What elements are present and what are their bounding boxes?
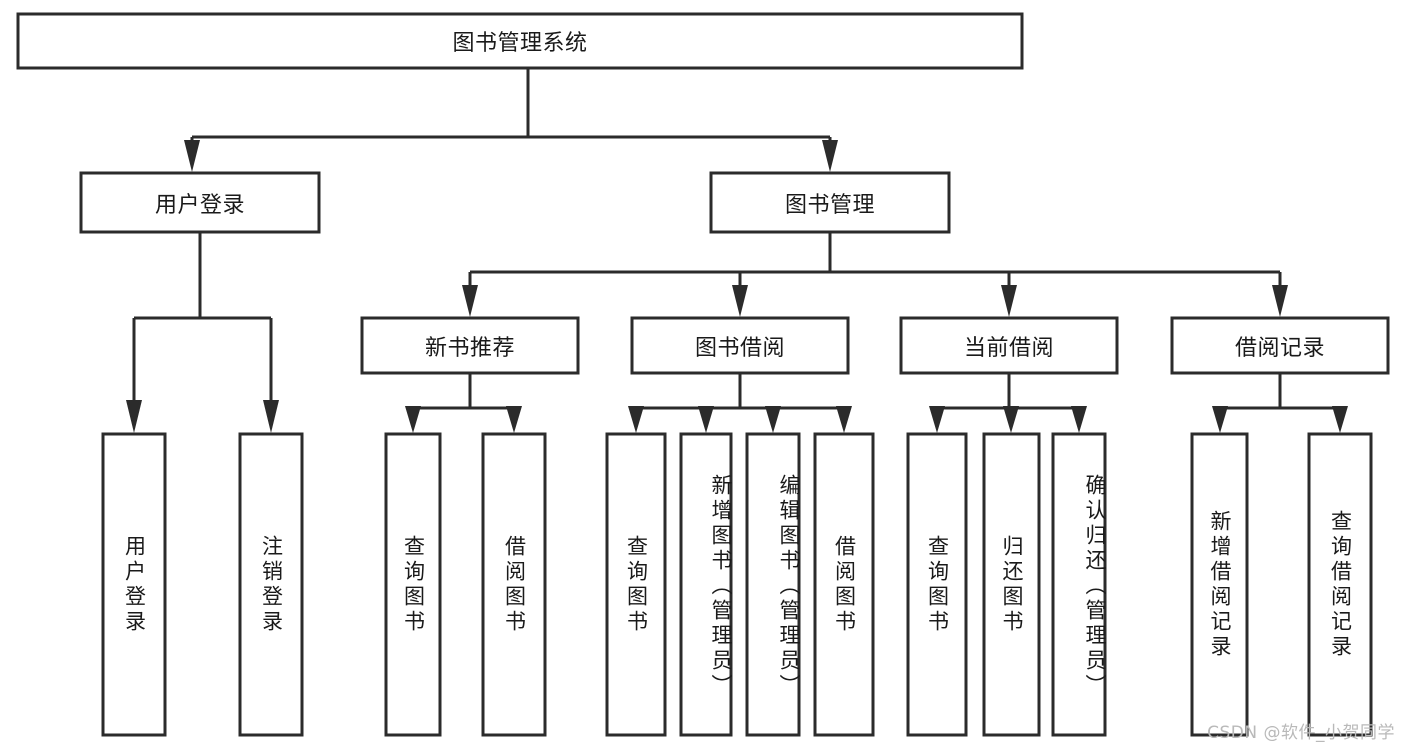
arrow-bm-to-new-book-recommend xyxy=(462,285,478,317)
arrow-br-leaf-0 xyxy=(1212,406,1228,433)
leaf-box-current-borrow-0[interactable] xyxy=(906,432,968,737)
arrow-cb-leaf-1 xyxy=(1003,406,1019,433)
node-box-user-login[interactable] xyxy=(79,171,321,234)
arrow-root-to-user-login xyxy=(184,140,200,172)
arrow-nbr-leaf-0 xyxy=(405,406,421,433)
leaf-box-current-borrow-1[interactable] xyxy=(982,432,1041,737)
node-box-root[interactable] xyxy=(16,12,1024,70)
arrow-br-leaf-1 xyxy=(1332,406,1348,433)
arrow-user-login-leaf-1 xyxy=(263,400,279,433)
arrow-bb-leaf-2 xyxy=(765,406,781,433)
arrow-bm-to-book-borrow xyxy=(732,285,748,317)
leaf-box-current-borrow-2[interactable] xyxy=(1051,432,1107,737)
arrow-root-to-book-management xyxy=(822,140,838,172)
leaf-box-user-login-0[interactable] xyxy=(101,432,167,737)
leaf-box-book-borrow-2[interactable] xyxy=(745,432,801,737)
node-box-new-book-recommend[interactable] xyxy=(360,316,580,375)
node-box-book-borrow[interactable] xyxy=(630,316,850,375)
leaf-box-new-book-recommend-0[interactable] xyxy=(384,432,442,737)
leaf-box-book-borrow-0[interactable] xyxy=(605,432,667,737)
arrow-nbr-leaf-1 xyxy=(506,406,522,433)
leaf-box-new-book-recommend-1[interactable] xyxy=(481,432,547,737)
node-box-borrow-record[interactable] xyxy=(1170,316,1390,375)
arrow-cb-leaf-2 xyxy=(1071,406,1087,433)
leaf-box-borrow-record-0[interactable] xyxy=(1190,432,1249,737)
node-box-book-management[interactable] xyxy=(709,171,951,234)
arrow-cb-leaf-0 xyxy=(929,406,945,433)
arrow-bb-leaf-0 xyxy=(628,406,644,433)
arrow-bm-to-borrow-record xyxy=(1272,285,1288,317)
arrow-bm-to-current-borrow xyxy=(1001,285,1017,317)
leaf-box-book-borrow-1[interactable] xyxy=(679,432,733,737)
arrow-user-login-leaf-0 xyxy=(126,400,142,433)
arrow-bb-leaf-1 xyxy=(698,406,714,433)
node-box-current-borrow[interactable] xyxy=(899,316,1119,375)
arrow-bb-leaf-3 xyxy=(836,406,852,433)
leaf-box-book-borrow-3[interactable] xyxy=(813,432,875,737)
leaf-box-borrow-record-1[interactable] xyxy=(1307,432,1373,737)
leaf-box-user-login-1[interactable] xyxy=(238,432,304,737)
